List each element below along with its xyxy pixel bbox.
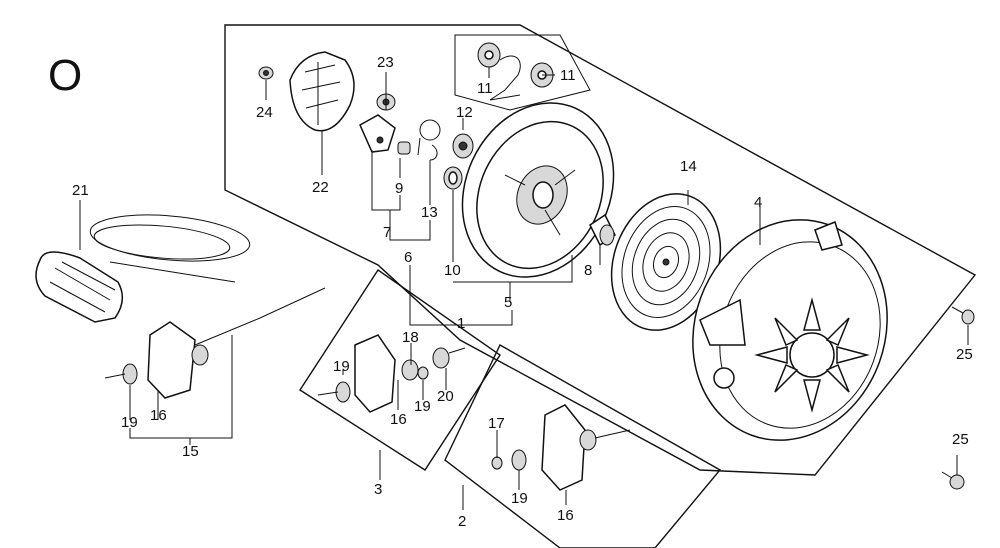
- part-15-handle-assembly: [104, 287, 326, 399]
- label-12: 12: [456, 104, 473, 121]
- label-20: 20: [437, 388, 454, 405]
- label-19a: 19: [121, 414, 138, 431]
- part-3-handle-assembly: [317, 334, 466, 413]
- label-13: 13: [421, 204, 438, 221]
- assembly-outline-3: [299, 269, 501, 471]
- label-10: 10: [444, 262, 461, 279]
- label-9: 9: [395, 180, 403, 197]
- part-19-knob-a: [104, 363, 138, 385]
- label-19d: 19: [511, 490, 528, 507]
- part-17-washer: [491, 456, 503, 470]
- rope-grip-21: [35, 251, 124, 323]
- part-25-bolt-b: [941, 471, 965, 490]
- label-8: 8: [584, 262, 592, 279]
- label-7: 7: [383, 224, 391, 241]
- label-2: 2: [458, 513, 466, 530]
- part-19-knob-b: [317, 381, 351, 403]
- part-14-spiral-spring: [610, 193, 722, 331]
- part-22-ratchet-guide: [289, 51, 355, 132]
- label-21: 21: [72, 182, 89, 199]
- part-13-spring: [417, 119, 441, 161]
- part-2-handle-assembly: [491, 404, 631, 491]
- label-22: 22: [312, 179, 329, 196]
- leader-lines: [79, 67, 969, 510]
- subgroup-outline-11: [454, 34, 591, 111]
- label-25b: 25: [952, 431, 969, 448]
- part-24-nut: [258, 66, 274, 80]
- part-11-spring-clip: [489, 55, 521, 101]
- part-11-washer-a: [477, 42, 501, 68]
- label-11a: 11: [477, 80, 493, 97]
- part-18-pin: [417, 366, 429, 380]
- label-6: 6: [404, 249, 412, 266]
- part-9-pin: [397, 141, 411, 155]
- label-1: 1: [457, 315, 465, 332]
- label-17: 17: [488, 415, 505, 432]
- label-19c: 19: [414, 398, 431, 415]
- part-4-starter-case: [692, 219, 888, 441]
- part-21-starter-rope: [35, 214, 251, 323]
- part-number-labels: 24 22 23 9 7 13 6 12 10 11 11 5 1 8 14 4…: [72, 54, 973, 530]
- label-19b: 19: [333, 358, 350, 375]
- label-16c: 16: [557, 507, 574, 524]
- label-14: 14: [680, 158, 697, 175]
- case-center-star: [754, 297, 870, 413]
- assembly-outline-2: [444, 344, 722, 548]
- label-25a: 25: [956, 346, 973, 363]
- part-25-bolt-a: [951, 306, 975, 325]
- label-4: 4: [754, 194, 762, 211]
- label-5: 5: [504, 294, 512, 311]
- section-letter: O: [48, 51, 82, 100]
- label-16a: 16: [150, 407, 167, 424]
- part-12-washer: [452, 133, 474, 159]
- label-16b: 16: [390, 411, 407, 428]
- label-11b: 11: [560, 67, 576, 84]
- part-20-rope-end: [432, 347, 466, 369]
- part-8-collar: [589, 213, 616, 247]
- label-15: 15: [182, 443, 199, 460]
- label-24: 24: [256, 104, 273, 121]
- assembly-outline-1: [224, 24, 977, 476]
- label-18: 18: [402, 329, 419, 346]
- part-10-collar: [443, 166, 463, 190]
- ratchet-pawl: [359, 114, 396, 153]
- part-5-reel: [461, 102, 615, 278]
- label-3: 3: [374, 481, 382, 498]
- label-23: 23: [377, 54, 394, 71]
- part-19-knob-c: [511, 449, 527, 471]
